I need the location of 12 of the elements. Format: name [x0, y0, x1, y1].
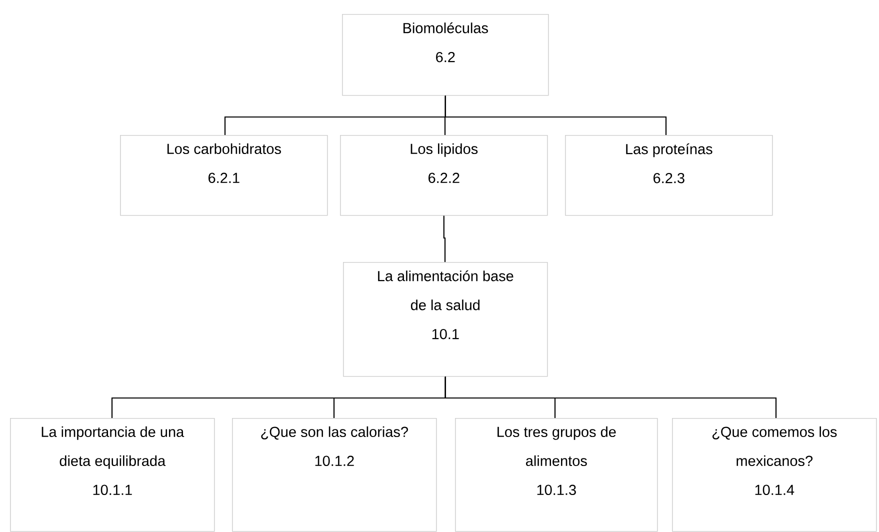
- topic-box: Los tres grupos de alimentos 10.1.3: [455, 418, 658, 532]
- topic-box: Los lipidos 6.2.2: [340, 135, 548, 216]
- topic-box: ¿Que comemos los mexicanos? 10.1.4: [672, 418, 877, 532]
- topic-box: Las proteínas 6.2.3: [565, 135, 773, 216]
- topic-box: La importancia de una dieta equilibrada 10.1.1: [10, 418, 215, 532]
- topic-box: ¿Que son las calorias? 10.1.2: [232, 418, 437, 532]
- connector-line: [443, 216, 446, 262]
- connector-line: [444, 96, 667, 135]
- connector-line: [444, 376, 777, 418]
- topic-box: Biomoléculas 6.2: [342, 14, 549, 96]
- topic-box: Los carbohidratos 6.2.1: [120, 135, 328, 216]
- topic-box: La alimentación base de la salud 10.1: [343, 262, 548, 377]
